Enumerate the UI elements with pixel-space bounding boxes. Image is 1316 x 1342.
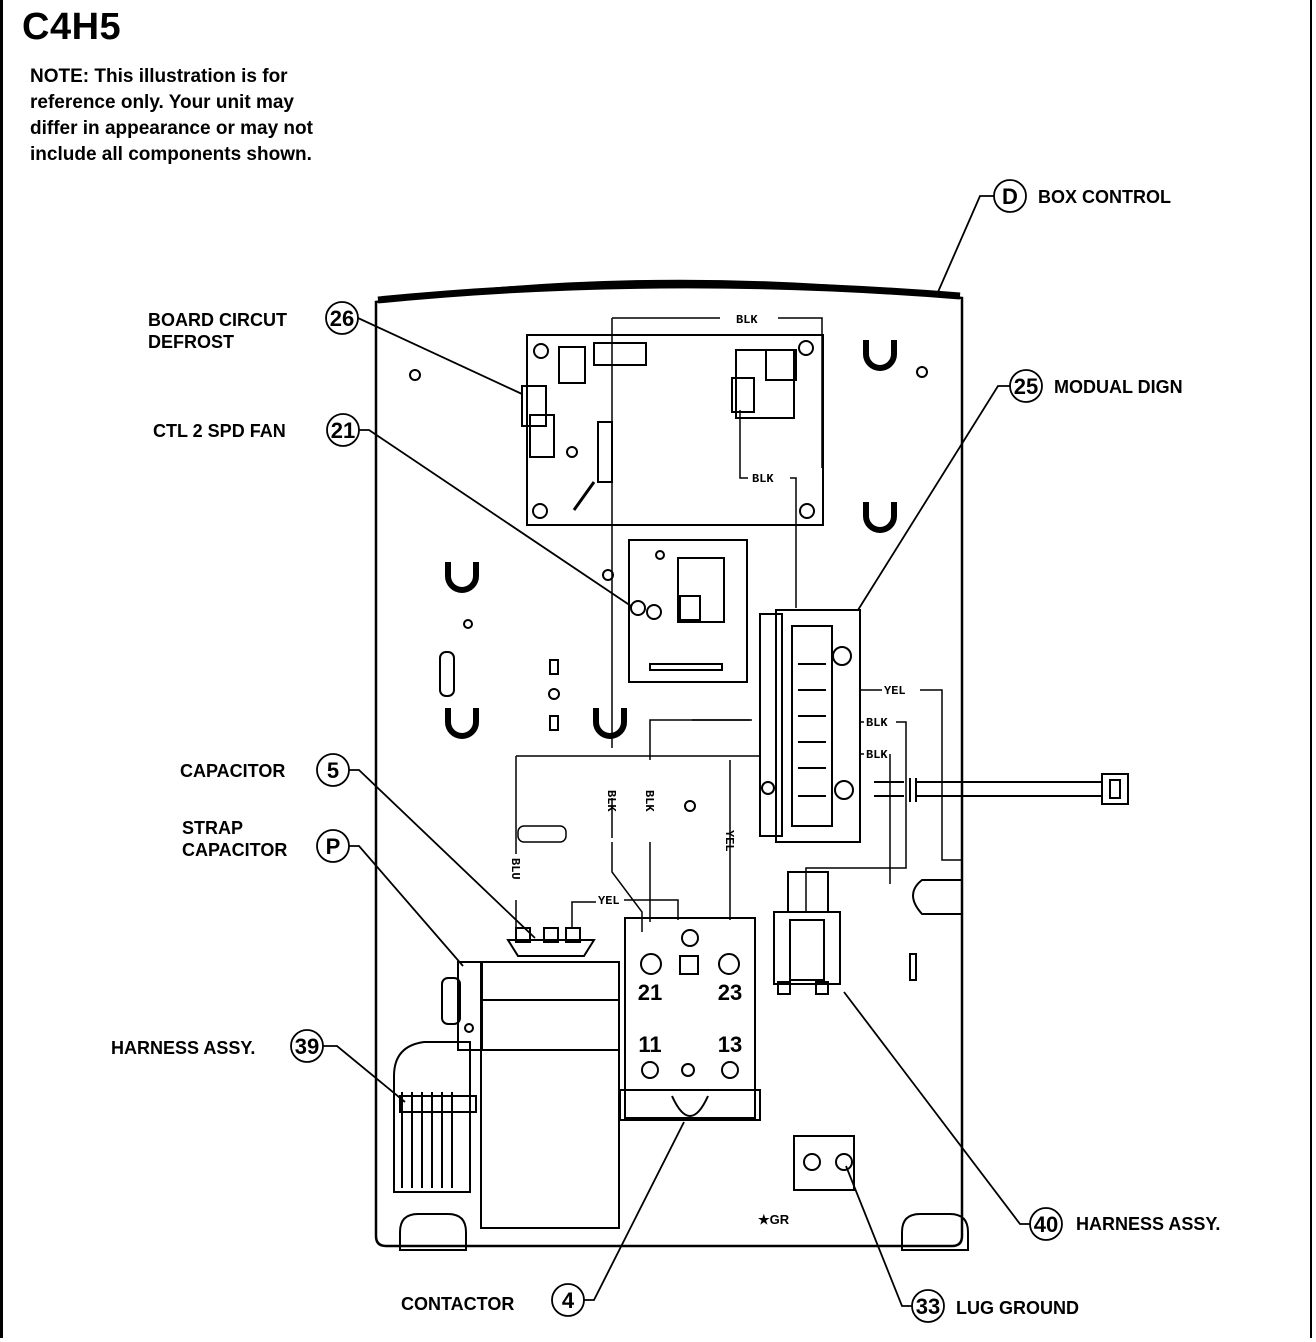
callout-id-33: 33	[916, 1294, 940, 1319]
ground-lug	[793, 1135, 855, 1191]
wire-label-blk-vertical-2: BLK	[642, 790, 656, 812]
terminal-label-23: 23	[718, 980, 742, 1005]
callout-25	[857, 369, 1043, 611]
defrost-control-board	[521, 334, 824, 526]
callout-P	[316, 829, 464, 967]
capacitor-strap	[441, 961, 483, 1051]
callout-label-box-control: BOX CONTROL	[1038, 187, 1171, 207]
wire-label-yel-capacitor: YEL	[598, 894, 620, 908]
callout-id-26: 26	[330, 306, 354, 331]
callout-label-modual-dign: MODUAL DIGN	[1054, 377, 1183, 397]
external-lead	[874, 773, 1129, 805]
callout-label-capacitor: CAPACITOR	[180, 761, 286, 781]
callout-id-25: 25	[1014, 374, 1038, 399]
callout-21	[326, 413, 632, 607]
callout-id-5: 5	[327, 758, 339, 783]
diagnostic-module	[759, 609, 861, 843]
callout-label-ctl-2-spd-fan: CTL 2 SPD FAN	[153, 421, 286, 441]
callout-label-harness-assy-40: HARNESS ASSY.	[1076, 1214, 1221, 1234]
callout-id-39: 39	[295, 1034, 319, 1059]
control-box-panel	[374, 279, 969, 1251]
reference-note: NOTE: This illustration is for reference…	[30, 66, 313, 165]
diagram-title: C4H5	[22, 6, 122, 48]
ground-mark: ★GR	[758, 1212, 790, 1227]
callout-label-contactor: CONTACTOR	[401, 1294, 515, 1314]
wire-label-blk-top: BLK	[736, 313, 758, 327]
harness-connector-40	[773, 871, 841, 995]
contactor	[619, 917, 761, 1121]
callout-id-D: D	[1002, 184, 1018, 209]
callout-33	[845, 1165, 945, 1323]
wire-label-blk-vertical-1: BLK	[604, 790, 618, 812]
terminal-label-21: 21	[638, 980, 662, 1005]
callout-D	[937, 179, 1027, 293]
callout-id-P: P	[326, 834, 341, 859]
wire-label-blu-vertical: BLU	[508, 858, 522, 880]
callout-5	[316, 753, 536, 939]
callout-id-4: 4	[562, 1288, 575, 1313]
wiring	[515, 317, 962, 932]
harness-bundle-39	[393, 1041, 477, 1193]
wire-label-yel-module: YEL	[884, 684, 906, 698]
callout-label-harness-assy-39: HARNESS ASSY.	[111, 1038, 256, 1058]
callout-39	[290, 1029, 406, 1103]
callout-4	[551, 1121, 685, 1317]
callout-id-21: 21	[331, 418, 355, 443]
wire-label-yel-vertical: YEL	[722, 830, 736, 852]
run-capacitor	[480, 927, 620, 1229]
terminal-label-13: 13	[718, 1032, 742, 1057]
callout-26	[325, 301, 523, 395]
wire-label-blk-module-2: BLK	[866, 748, 888, 762]
wire-label-blk-board: BLK	[752, 472, 774, 486]
callout-label-board-circuit-defrost: BOARD CIRCUT DEFROST	[148, 310, 287, 352]
callout-id-40: 40	[1034, 1212, 1058, 1237]
callout-label-lug-ground: LUG GROUND	[956, 1298, 1079, 1318]
two-speed-fan-control-board	[602, 539, 748, 683]
terminal-label-11: 11	[638, 1032, 661, 1057]
wire-label-blk-module: BLK	[866, 716, 888, 730]
callout-40	[843, 991, 1063, 1241]
callout-label-strap-capacitor: STRAP CAPACITOR	[182, 818, 288, 860]
